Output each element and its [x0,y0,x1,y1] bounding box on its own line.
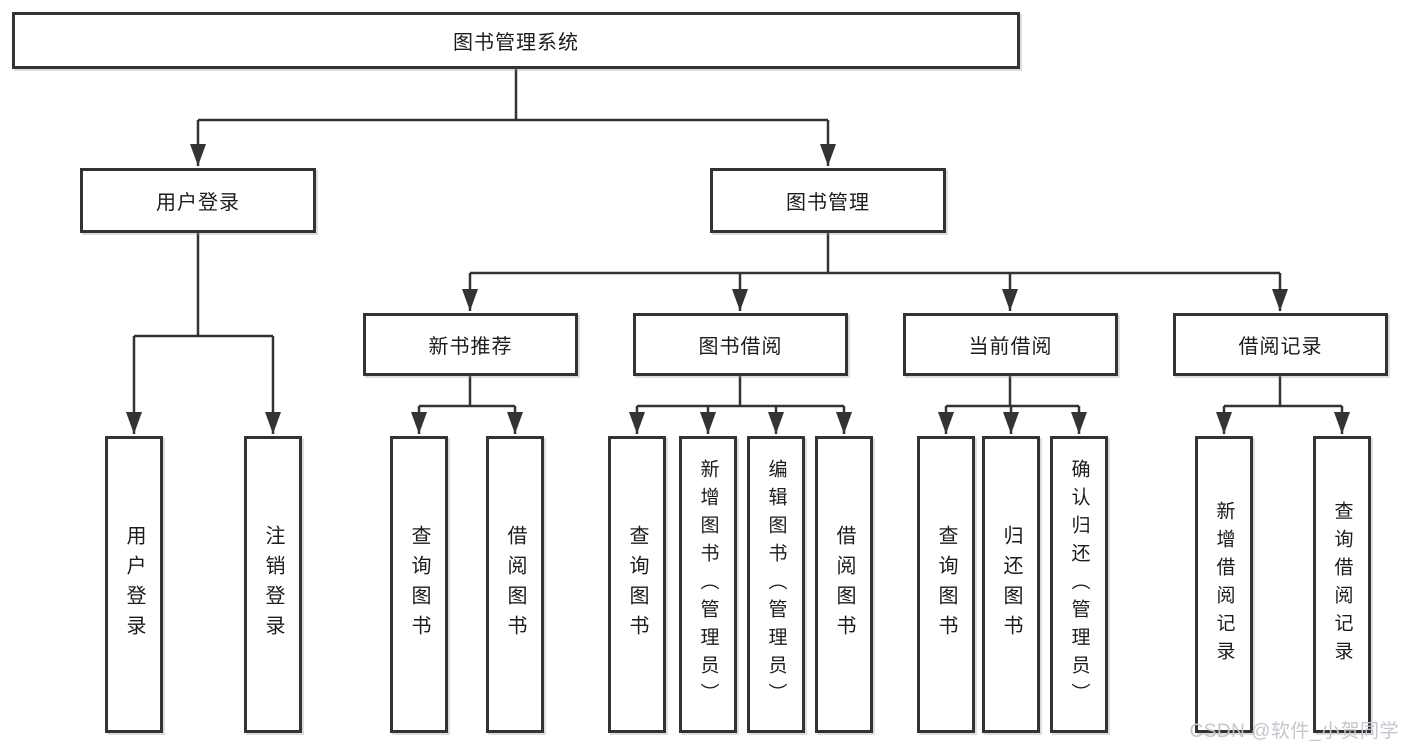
leaf-borrowing-query-books-label: 查询图书 [626,524,648,645]
leaf-logout-label: 注销登录 [262,524,284,645]
leaf-borrowing-borrow-books-label: 借阅图书 [833,524,855,645]
leaf-user-login: 用户登录 [105,436,163,733]
leaf-borrowing-query-books: 查询图书 [608,436,666,733]
leaf-edit-books-admin: 编辑图书（管理员） [747,436,805,733]
node-current-borrowing-label: 当前借阅 [968,336,1053,358]
node-book-borrowing: 图书借阅 [633,313,848,376]
node-current-borrowing: 当前借阅 [903,313,1118,376]
node-new-book-recommend-label: 新书推荐 [428,336,513,358]
leaf-add-borrow-record: 新增借阅记录 [1195,436,1253,733]
node-user-login-label: 用户登录 [156,192,240,214]
node-user-login: 用户登录 [80,168,316,233]
leaf-add-borrow-record-label: 新增借阅记录 [1213,500,1235,669]
leaf-query-borrow-record: 查询借阅记录 [1313,436,1371,733]
leaf-edit-books-admin-label: 编辑图书（管理员） [765,458,787,711]
node-borrowing-records-label: 借阅记录 [1238,336,1323,358]
leaf-logout: 注销登录 [244,436,302,733]
csdn-watermark: CSDN @软件_小贺同学 [1189,721,1399,742]
node-root: 图书管理系统 [12,12,1020,69]
leaf-add-books-admin: 新增图书（管理员） [679,436,737,733]
node-borrowing-records: 借阅记录 [1173,313,1388,376]
leaf-recommend-borrow-books: 借阅图书 [486,436,544,733]
node-book-borrowing-label: 图书借阅 [698,336,783,358]
leaf-add-books-admin-label: 新增图书（管理员） [697,458,719,711]
leaf-current-query-books: 查询图书 [917,436,975,733]
leaf-query-borrow-record-label: 查询借阅记录 [1331,500,1353,669]
node-book-management: 图书管理 [710,168,946,233]
leaf-return-books: 归还图书 [982,436,1040,733]
leaf-recommend-borrow-books-label: 借阅图书 [504,524,526,645]
leaf-current-query-books-label: 查询图书 [935,524,957,645]
leaf-confirm-return-admin-label: 确认归还（管理员） [1068,458,1090,711]
leaf-borrowing-borrow-books: 借阅图书 [815,436,873,733]
leaf-recommend-query-books: 查询图书 [390,436,448,733]
leaf-return-books-label: 归还图书 [1000,524,1022,645]
node-new-book-recommend: 新书推荐 [363,313,578,376]
node-book-management-label: 图书管理 [786,192,870,214]
leaf-user-login-label: 用户登录 [123,524,145,645]
leaf-confirm-return-admin: 确认归还（管理员） [1050,436,1108,733]
node-root-label: 图书管理系统 [453,32,579,54]
leaf-recommend-query-books-label: 查询图书 [408,524,430,645]
